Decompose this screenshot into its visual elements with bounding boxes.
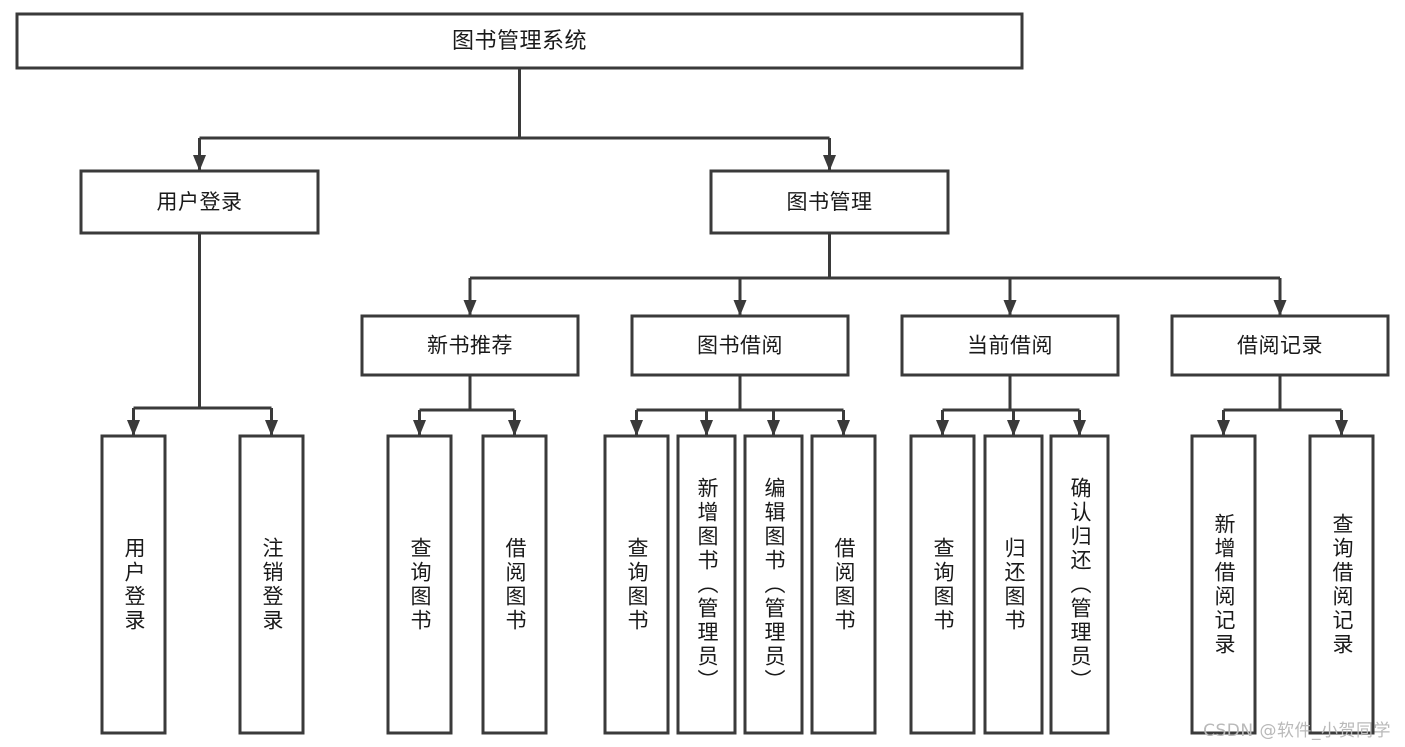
- node-box-leaf-user-login[interactable]: [100, 434, 167, 735]
- node-box-leaf-query-borrow-record[interactable]: [1308, 434, 1375, 735]
- connector-arrow: [265, 420, 278, 436]
- connector-arrow: [630, 420, 643, 436]
- connector-arrow: [127, 420, 140, 436]
- connector-arrow: [1217, 420, 1230, 436]
- node-box-leaf-query-book-current[interactable]: [909, 434, 976, 735]
- node-box-leaf-add-borrow-record[interactable]: [1190, 434, 1257, 735]
- node-label-new-book-recommend: 新书推荐: [427, 334, 513, 358]
- node-box-root[interactable]: [15, 12, 1024, 70]
- connector-arrow: [193, 155, 206, 171]
- node-box-leaf-borrow-book[interactable]: [810, 434, 877, 735]
- node-box-new-book-recommend[interactable]: [360, 314, 580, 377]
- connector-arrow: [823, 155, 836, 171]
- connector-arrow: [508, 420, 521, 436]
- connector-arrow: [767, 420, 780, 436]
- connector-layer: [127, 68, 1348, 436]
- node-box-leaf-query-book-borrow[interactable]: [603, 434, 670, 735]
- node-label-book-manage: 图书管理: [787, 190, 873, 214]
- node-box-leaf-return-book[interactable]: [983, 434, 1044, 735]
- connector-arrow: [1073, 420, 1086, 436]
- connector-arrow: [1003, 300, 1017, 316]
- connector-arrow: [700, 420, 713, 436]
- node-box-leaf-edit-book-admin[interactable]: [743, 434, 804, 735]
- node-box-leaf-query-book-recommend[interactable]: [386, 434, 453, 735]
- connector-arrow: [413, 420, 426, 436]
- node-box-layer: [15, 12, 1390, 735]
- connector-arrow: [837, 420, 850, 436]
- node-box-leaf-borrow-book-recommend[interactable]: [481, 434, 548, 735]
- node-box-book-manage[interactable]: [709, 169, 950, 235]
- node-label-borrow-record: 借阅记录: [1237, 334, 1323, 358]
- watermark: CSDN @软件_小贺同学: [1203, 721, 1391, 741]
- connector-arrow: [1007, 420, 1020, 436]
- node-label-current-borrow: 当前借阅: [967, 334, 1053, 358]
- node-box-current-borrow[interactable]: [900, 314, 1120, 377]
- node-box-user-login[interactable]: [79, 169, 320, 235]
- node-box-leaf-confirm-return-admin[interactable]: [1049, 434, 1110, 735]
- node-label-root: 图书管理系统: [452, 29, 587, 54]
- connector-arrow: [1335, 420, 1348, 436]
- node-box-leaf-add-book-admin[interactable]: [676, 434, 737, 735]
- connector-arrow: [463, 300, 477, 316]
- node-box-leaf-logout[interactable]: [238, 434, 305, 735]
- connector-arrow: [1273, 300, 1287, 316]
- node-box-borrow-record[interactable]: [1170, 314, 1390, 377]
- connector-arrow: [936, 420, 949, 436]
- node-box-book-borrow[interactable]: [630, 314, 850, 377]
- node-label-book-borrow: 图书借阅: [697, 334, 783, 358]
- connector-arrow: [733, 300, 747, 316]
- node-label-user-login: 用户登录: [157, 190, 243, 214]
